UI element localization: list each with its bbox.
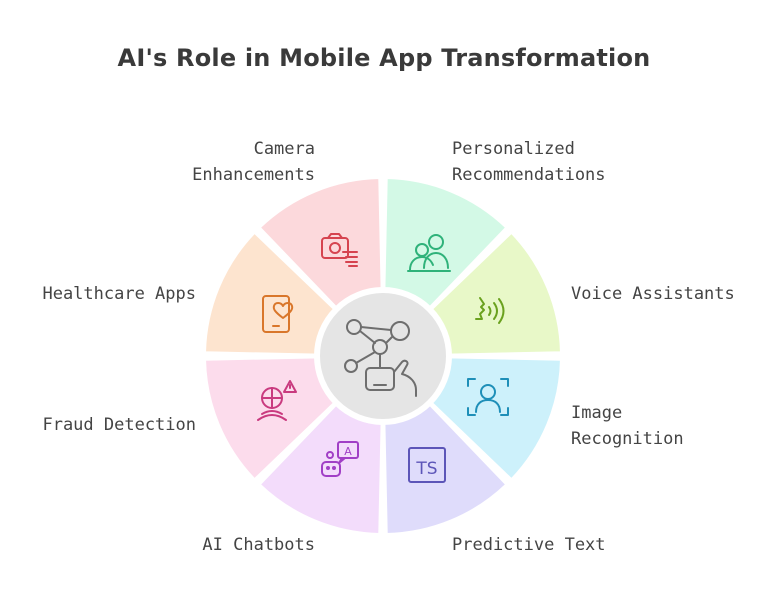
label-healthcare-apps: Healthcare Apps [42,284,196,304]
camera-icon [321,233,358,267]
face-scan-icon [467,378,509,416]
label-predictive-text: Predictive Text [452,535,606,555]
users-icon [407,234,451,272]
health-phone-icon [262,295,294,333]
center-circle [314,287,452,425]
fraud-alert-icon [257,380,297,421]
label-personalized-recommendations: Personalized Recommendations [452,139,606,185]
chatbot-icon: A [321,441,359,477]
label-camera-enhancements: Camera Enhancements [192,139,315,185]
svg-text:TS: TS [415,459,437,479]
svg-text:A: A [344,445,352,458]
ts-icon: TS [408,447,446,483]
label-voice-assistants: Voice Assistants [571,284,735,304]
label-ai-chatbots: AI Chatbots [202,535,315,555]
page-title: AI's Role in Mobile App Transformation [117,44,651,72]
label-image-recognition: Image Recognition [571,403,684,449]
label-fraud-detection: Fraud Detection [42,415,196,435]
ai-network-hand-icon [344,319,417,397]
voice-icon [475,297,505,324]
